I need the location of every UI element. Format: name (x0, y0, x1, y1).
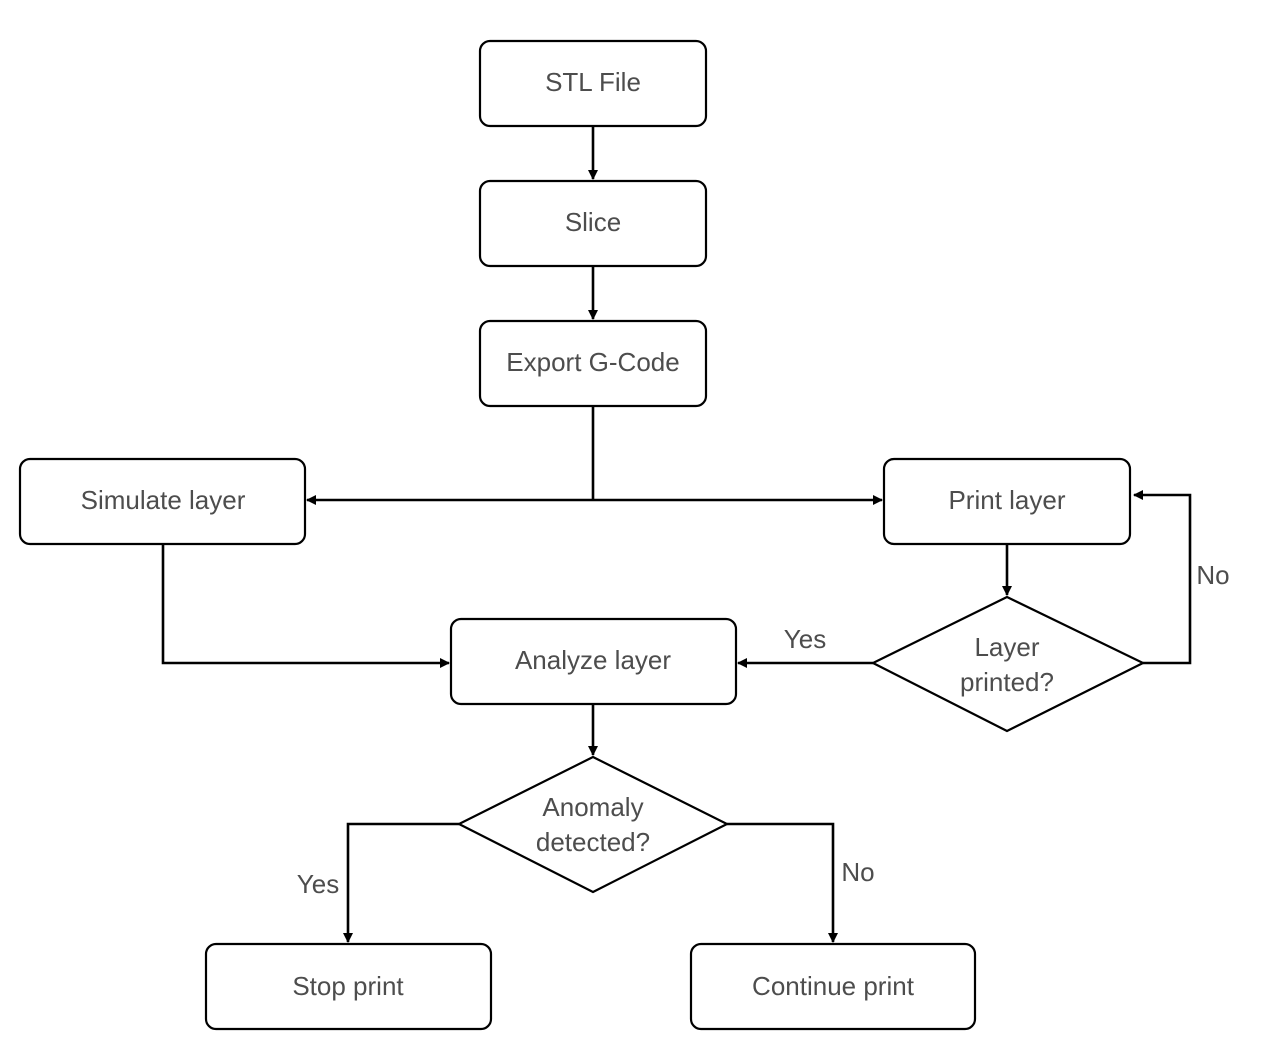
simulate-layer-box (18, 457, 307, 546)
stop-print-box (204, 942, 493, 1031)
node-layer-printed: Layer printed? (870, 595, 1146, 733)
edge-anomaly-no-to-continue (727, 822, 838, 943)
stl-file-label: STL File (545, 67, 641, 97)
edge-label-anomaly-no: No (841, 857, 874, 887)
node-simulate-layer: Simulate layer (18, 457, 307, 546)
edge-label-anomaly-yes: Yes (297, 869, 339, 899)
simulate-layer-label: Simulate layer (81, 485, 246, 515)
layer-printed-diamond (870, 595, 1146, 733)
edge-label-layer-printed-yes: Yes (784, 624, 826, 654)
print-layer-box (882, 457, 1132, 546)
continue-print-box (689, 942, 977, 1031)
export-gcode-box (478, 319, 708, 408)
node-stop-print: Stop print (204, 942, 493, 1031)
continue-print-label: Continue print (752, 971, 915, 1001)
export-gcode-label: Export G-Code (506, 347, 679, 377)
node-export-gcode: Export G-Code (478, 319, 708, 408)
node-anomaly-detected: Anomaly detected? (456, 755, 730, 894)
anomaly-detected-label-line1: Anomaly (542, 792, 643, 822)
analyze-layer-box (449, 617, 738, 706)
layer-printed-label-line2: printed? (960, 667, 1054, 697)
print-layer-label: Print layer (948, 485, 1065, 515)
layer-printed-label-line1: Layer (974, 632, 1039, 662)
edge-label-layer-printed-no: No (1196, 560, 1229, 590)
stl-file-box (478, 39, 708, 128)
node-analyze-layer: Analyze layer (449, 617, 738, 706)
slice-box (478, 179, 708, 268)
node-continue-print: Continue print (689, 942, 977, 1031)
edges (161, 126, 1192, 943)
analyze-layer-label: Analyze layer (515, 645, 671, 675)
edge-anomaly-yes-to-stop (343, 822, 459, 943)
node-stl-file: STL File (478, 39, 708, 128)
stop-print-label: Stop print (292, 971, 404, 1001)
node-slice: Slice (478, 179, 708, 268)
node-print-layer: Print layer (882, 457, 1132, 546)
anomaly-detected-diamond (456, 755, 730, 894)
slice-label: Slice (565, 207, 621, 237)
edge-check-no-loop (1133, 490, 1192, 665)
anomaly-detected-label-line2: detected? (536, 827, 650, 857)
edge-simulate-to-analyze (161, 544, 450, 668)
